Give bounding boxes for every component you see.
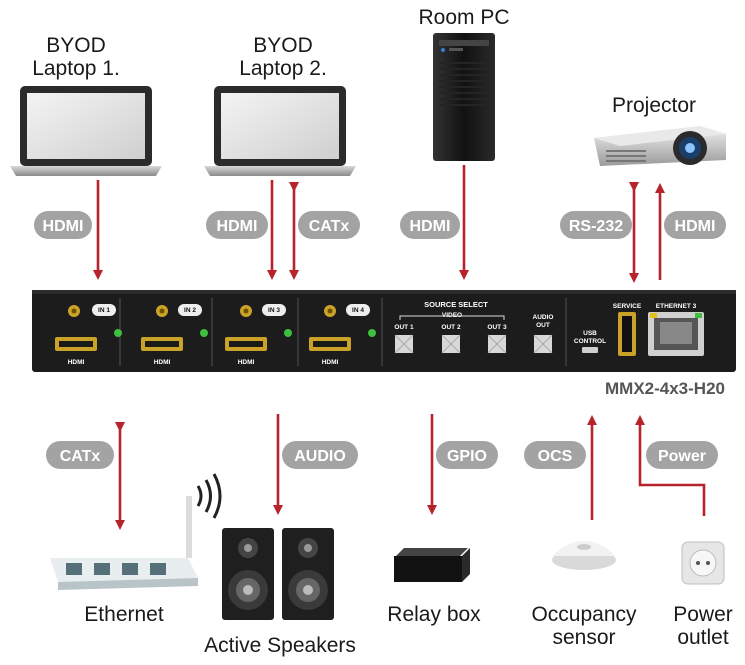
svg-text:IN 1: IN 1 bbox=[98, 307, 110, 314]
svg-text:AUDIO: AUDIO bbox=[294, 448, 346, 465]
projector-label: Projector bbox=[612, 94, 696, 117]
model-name: MMX2-4x3-H20 bbox=[605, 379, 725, 398]
pill-hdmi-1: HDMI bbox=[34, 211, 92, 239]
bottom-connection-arrows bbox=[115, 414, 706, 530]
svg-text:HDMI: HDMI bbox=[68, 359, 85, 366]
laptop-2-icon bbox=[204, 86, 356, 176]
pill-ocs: OCS bbox=[524, 441, 586, 469]
top-connection-arrows bbox=[93, 165, 665, 283]
svg-text:GPIO: GPIO bbox=[447, 448, 487, 465]
projector-icon bbox=[594, 126, 726, 166]
occupancy-sub-label: sensor bbox=[552, 626, 615, 649]
svg-text:HDMI: HDMI bbox=[675, 218, 716, 235]
power-sub-label: outlet bbox=[677, 626, 729, 649]
svg-text:OCS: OCS bbox=[538, 448, 573, 465]
pill-audio: AUDIO bbox=[282, 441, 358, 469]
room-pc-label: Room PC bbox=[418, 6, 509, 29]
usb-label: USB bbox=[583, 330, 597, 337]
pill-power: Power bbox=[646, 441, 718, 469]
svg-text:Power: Power bbox=[658, 448, 706, 465]
byod1-label: BYOD bbox=[46, 34, 106, 57]
byod2-label: BYOD bbox=[253, 34, 313, 57]
speakers-icon bbox=[222, 528, 334, 620]
pill-rs232: RS-232 bbox=[560, 211, 632, 239]
power-outlet-icon bbox=[681, 541, 725, 585]
usb-label-2: CONTROL bbox=[574, 338, 606, 345]
svg-text:HDMI: HDMI bbox=[217, 218, 258, 235]
svg-text:CATx: CATx bbox=[309, 218, 350, 235]
out1-label: OUT 1 bbox=[394, 324, 414, 331]
svg-text:HDMI: HDMI bbox=[322, 359, 339, 366]
power-label: Power bbox=[673, 603, 733, 626]
ethernet-port-icon bbox=[648, 312, 704, 356]
audio-out-label-2: OUT bbox=[536, 322, 550, 329]
router-icon bbox=[50, 473, 222, 590]
select-button-out1[interactable] bbox=[394, 334, 414, 354]
svg-text:HDMI: HDMI bbox=[238, 359, 255, 366]
select-button-out3[interactable] bbox=[487, 334, 507, 354]
select-button-out2[interactable] bbox=[441, 334, 461, 354]
byod2-sub-label: Laptop 2. bbox=[239, 57, 327, 80]
input-4: IN 4 HDMI bbox=[309, 304, 376, 366]
relay-box-label: Relay box bbox=[387, 603, 481, 626]
svg-text:HDMI: HDMI bbox=[154, 359, 171, 366]
speakers-label: Active Speakers bbox=[204, 634, 356, 657]
service-label: SERVICE bbox=[613, 303, 642, 310]
pill-hdmi-pc: HDMI bbox=[400, 211, 460, 239]
input-3: IN 3 HDMI bbox=[225, 304, 292, 366]
pill-hdmi-2: HDMI bbox=[206, 211, 268, 239]
svg-text:HDMI: HDMI bbox=[410, 218, 451, 235]
occupancy-label: Occupancy bbox=[531, 603, 637, 626]
audio-out-label: AUDIO bbox=[533, 314, 554, 321]
svg-text:RS-232: RS-232 bbox=[569, 218, 623, 235]
out2-label: OUT 2 bbox=[441, 324, 461, 331]
select-button-audio[interactable] bbox=[533, 334, 553, 354]
source-select-label: SOURCE SELECT bbox=[424, 300, 488, 309]
pill-catx-2: CATx bbox=[298, 211, 360, 239]
ethernet3-label: ETHERNET 3 bbox=[656, 303, 697, 310]
laptop-1-icon bbox=[10, 86, 162, 176]
pill-catx-ethernet: CATx bbox=[46, 441, 114, 469]
pill-hdmi-projector: HDMI bbox=[664, 211, 726, 239]
svg-text:IN 2: IN 2 bbox=[184, 307, 196, 314]
input-1: IN 1 HDMI bbox=[55, 304, 122, 366]
svg-text:IN 3: IN 3 bbox=[268, 307, 280, 314]
pill-gpio: GPIO bbox=[436, 441, 498, 469]
room-pc-icon bbox=[433, 33, 495, 161]
relay-box-icon bbox=[394, 548, 470, 582]
ethernet-label: Ethernet bbox=[84, 603, 164, 626]
arrow-power bbox=[635, 415, 706, 516]
usb-port-icon bbox=[582, 347, 598, 353]
byod1-sub-label: Laptop 1. bbox=[32, 57, 120, 80]
svg-text:HDMI: HDMI bbox=[43, 218, 84, 235]
svg-text:CATx: CATx bbox=[60, 448, 101, 465]
svg-text:IN 4: IN 4 bbox=[352, 307, 364, 314]
out3-label: OUT 3 bbox=[487, 324, 507, 331]
occupancy-sensor-icon bbox=[552, 541, 616, 570]
input-2: IN 2 HDMI bbox=[141, 304, 208, 366]
matrix-panel: IN 1 HDMI IN 2 HDMI IN 3 HDMI IN 4 HD bbox=[32, 290, 736, 372]
